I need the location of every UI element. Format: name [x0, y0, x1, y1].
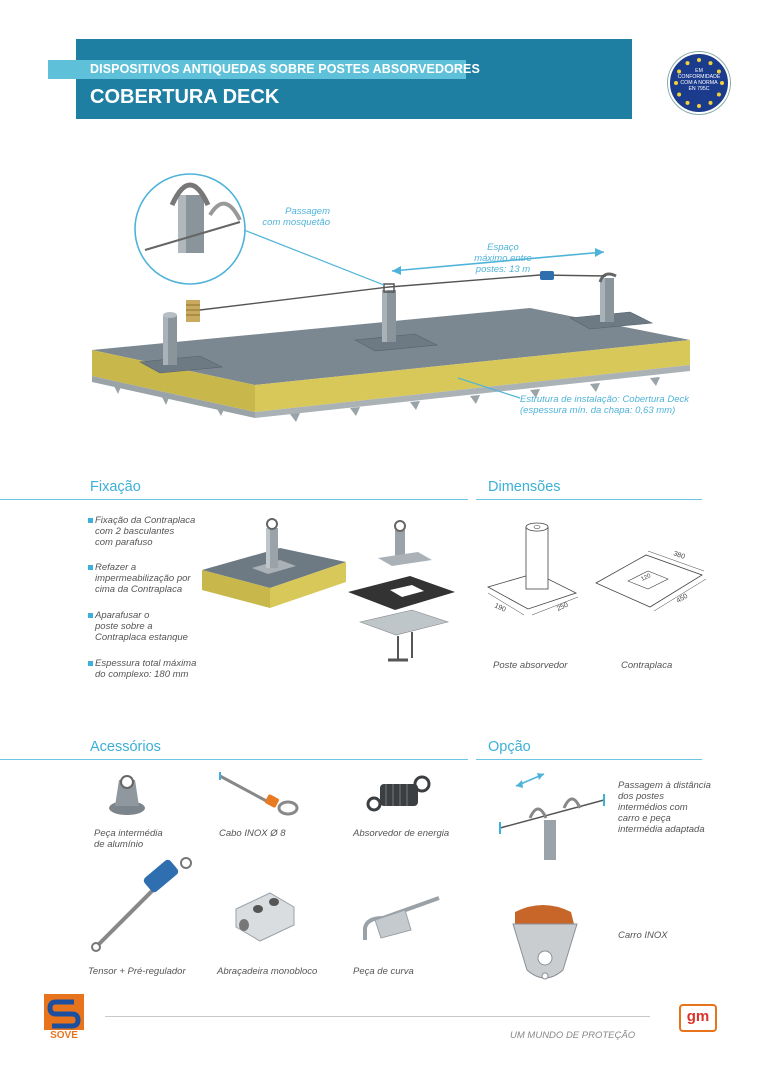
- section-divider: [0, 759, 468, 760]
- eu-star-icon: [674, 81, 678, 85]
- accessory-label: Tensor + Pré-regulador: [88, 966, 186, 977]
- section-divider: [476, 499, 702, 500]
- option-label: Carro INOX: [618, 930, 668, 941]
- eu-star-icon: [685, 100, 690, 105]
- eu-star-icon: [677, 69, 682, 74]
- bullet-icon: [88, 661, 93, 666]
- dim-plate-hole: 120: [640, 573, 652, 583]
- dim-post-width: 190: [493, 602, 507, 613]
- label-poste-absorvedor: Poste absorvedor: [493, 660, 568, 671]
- deck-installation-illustration: [92, 173, 690, 422]
- insulation-front: [255, 340, 690, 412]
- badge-line-4: EN 795C: [688, 86, 710, 92]
- accessory-label: Peça de curva: [353, 966, 414, 977]
- tensioner: [540, 271, 554, 280]
- sove-brand-text: SOVE: [50, 1030, 78, 1041]
- section-title-acessorios: Acessórios: [90, 739, 161, 755]
- inox-cable-image: [219, 772, 299, 816]
- label-contraplaca: Contraplaca: [621, 660, 673, 671]
- fixacao-illustration: [202, 518, 455, 662]
- section-title-opcao: Opção: [488, 739, 531, 755]
- eu-stars-icon: [674, 58, 724, 108]
- dim-plate-depth: 450: [676, 593, 690, 605]
- energy-absorber-spring: [186, 300, 200, 322]
- spacing-arrow: [391, 251, 605, 272]
- accessory-label: Cabo INOX Ø 8: [219, 828, 286, 839]
- callout-leader-structure: [457, 377, 521, 399]
- deck-ribs: [112, 377, 660, 422]
- accessory-label: Abraçadeira monobloco: [217, 966, 318, 977]
- section-divider: [0, 499, 468, 500]
- eu-star-icon: [716, 92, 721, 97]
- bullet-icon: [88, 613, 93, 618]
- accessory-label: Absorvedor de energia: [353, 828, 450, 839]
- badge-line-3: COM A NORMA: [680, 80, 718, 86]
- section-title-fixacao: Fixação: [90, 479, 141, 495]
- eu-star-icon: [697, 104, 701, 108]
- gm-logo: gm: [679, 1004, 717, 1032]
- page-title: COBERTURA DECK: [90, 86, 280, 108]
- gm-logo-text: gm: [686, 1008, 710, 1025]
- dim-plate-width: 380: [672, 550, 685, 561]
- sove-logo: [44, 994, 84, 1042]
- post-right: [598, 272, 617, 322]
- eu-star-icon: [677, 92, 682, 97]
- eu-star-icon: [685, 61, 690, 66]
- callout-structure: Estrutura de instalação: Cobertura Deck …: [520, 394, 689, 416]
- dimensions-drawing: 190 250 380 120 450: [486, 522, 707, 616]
- bullet-icon: [88, 565, 93, 570]
- bullet-icon: [88, 518, 93, 523]
- header-subtitle-bar: DISPOSITIVOS ANTIQUEDAS SOBRE POSTES ABS…: [48, 60, 480, 79]
- callout-spacing: Espaço máximo entre postes: 13 m: [474, 242, 532, 275]
- steel-cable: [199, 274, 607, 311]
- dim-post-depth: 250: [556, 601, 570, 612]
- footer-slogan: UM MUNDO DE PROTEÇÃO: [510, 1030, 636, 1041]
- post-middle: [382, 283, 396, 342]
- badge-line-2: CONFORMIDADE: [677, 74, 721, 80]
- inox-trolley-image: [512, 905, 578, 980]
- header-banner: [76, 39, 632, 119]
- tensioner-image: [91, 857, 192, 952]
- energy-absorber-image: [366, 775, 431, 812]
- post-left: [163, 312, 177, 365]
- intermediate-piece-image: [109, 775, 145, 815]
- curve-piece-image: [363, 896, 440, 940]
- section-divider: [476, 759, 702, 760]
- badge-line-1: EM: [695, 68, 703, 74]
- monobloc-clamp-image: [235, 892, 295, 942]
- ce-conformity-badge: EM CONFORMIDADE COM A NORMA EN 795C: [668, 52, 730, 114]
- eu-star-icon: [697, 58, 701, 62]
- footer-divider: [105, 1016, 650, 1017]
- eu-star-icon: [716, 69, 721, 74]
- callout-passage: Passagem com mosquetão: [262, 206, 330, 228]
- section-title-dimensoes: Dimensões: [488, 479, 561, 495]
- eu-star-icon: [708, 61, 713, 66]
- option-passage-image: [499, 773, 605, 860]
- callout-leader-passage: [243, 229, 385, 286]
- eu-star-icon: [720, 81, 724, 85]
- eu-star-icon: [708, 100, 713, 105]
- header-subtitle: DISPOSITIVOS ANTIQUEDAS SOBRE POSTES ABS…: [90, 62, 480, 76]
- insulation-front-left: [92, 350, 255, 412]
